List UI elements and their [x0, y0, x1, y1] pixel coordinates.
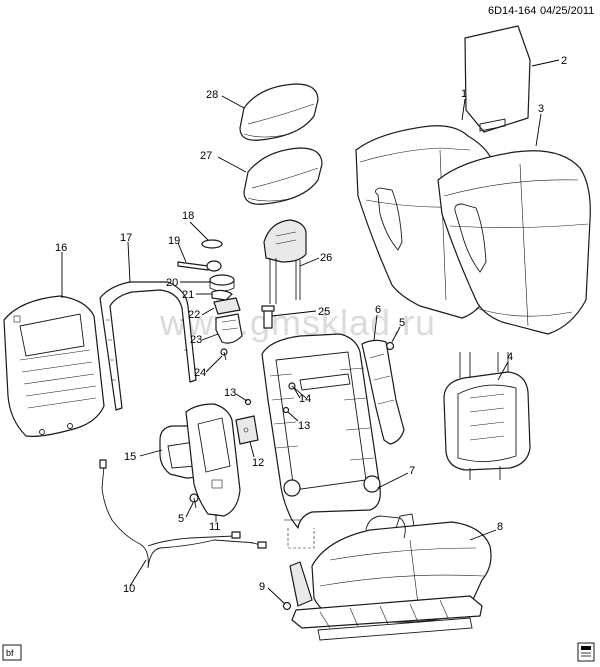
callout-labels: 1 2 3 4 5 5 6 7 8 9 10 11 12 13 13 14 15…	[55, 55, 567, 595]
corner-tag-left: bf	[2, 644, 22, 661]
callout-28: 28	[206, 89, 218, 101]
part-26-headrest-frame	[263, 219, 307, 304]
callout-5-left: 5	[178, 513, 184, 525]
part-7-back-frame	[261, 333, 381, 529]
callout-13-lower: 13	[298, 420, 310, 432]
part-21-clip	[211, 289, 233, 301]
callout-17: 17	[120, 232, 132, 244]
callout-15: 15	[124, 451, 136, 463]
corner-tag-right-icon	[577, 642, 595, 662]
callout-7: 7	[409, 465, 415, 477]
part-23-bracket	[215, 313, 243, 344]
callout-23: 23	[190, 334, 202, 346]
part-17-frame-bar	[99, 281, 197, 411]
callout-25: 25	[318, 306, 330, 318]
part-5-screw-left	[189, 493, 199, 509]
callout-10: 10	[123, 583, 135, 595]
callout-4: 4	[507, 351, 513, 363]
part-16-back-panel	[3, 295, 105, 437]
part-6-side-trim	[361, 339, 405, 445]
callout-3: 3	[538, 103, 544, 115]
callout-19: 19	[168, 235, 180, 247]
part-20-bushing	[209, 274, 235, 292]
part-28-headrest	[239, 83, 319, 141]
diagram-id: 6D14-164	[488, 5, 536, 17]
callout-9: 9	[259, 581, 265, 593]
callout-26: 26	[320, 252, 332, 264]
part-10-harness	[99, 459, 267, 569]
part-18-cap	[201, 239, 223, 249]
callout-13-upper: 13	[224, 387, 236, 399]
callout-24: 24	[194, 367, 206, 379]
callout-16: 16	[55, 242, 67, 254]
part-13-fastener-lower	[282, 406, 290, 414]
callout-12: 12	[252, 457, 264, 469]
part-2-panel	[464, 25, 531, 133]
part-4-lumbar	[443, 352, 531, 480]
part-25-guide	[261, 305, 275, 329]
callout-5-right: 5	[399, 317, 405, 329]
callout-27: 27	[200, 150, 212, 162]
callout-20: 20	[166, 277, 178, 289]
callout-11: 11	[209, 521, 220, 533]
diagram-date: 04/25/2011	[540, 5, 594, 17]
svg-text:bf: bf	[6, 648, 14, 658]
callout-6: 6	[375, 304, 381, 316]
leader-lines	[61, 59, 560, 605]
part-24-screw	[220, 348, 228, 361]
part-9-rails	[282, 561, 483, 641]
callout-18: 18	[182, 210, 194, 222]
callout-1: 1	[461, 88, 467, 100]
part-12-latch	[235, 415, 259, 445]
part-11-side-shield	[185, 403, 241, 517]
part-19-bolt	[177, 260, 222, 272]
callout-21: 21	[182, 289, 194, 301]
part-27-headrest	[243, 147, 323, 205]
callout-8: 8	[497, 521, 503, 533]
callout-14: 14	[299, 393, 311, 405]
part-3-back-cover	[437, 150, 591, 335]
callout-2: 2	[561, 55, 567, 67]
part-22-bracket	[213, 297, 241, 315]
callout-22: 22	[188, 309, 200, 321]
